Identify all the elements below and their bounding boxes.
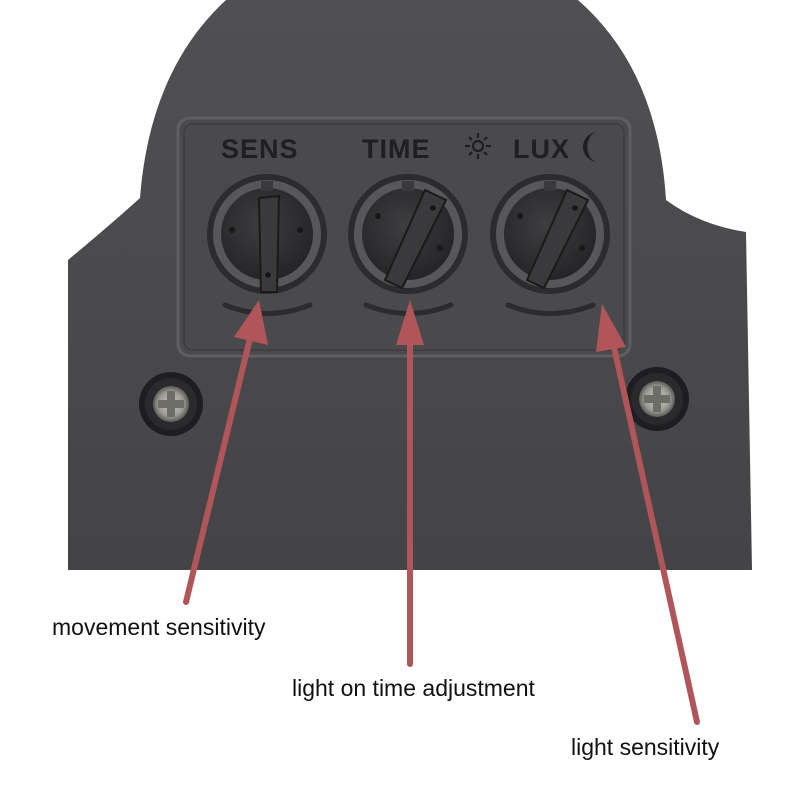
sens-arrow [183, 327, 255, 605]
annotation-movement-sensitivity: movement sensitivity [52, 614, 266, 640]
lux-scale-arc [505, 302, 596, 316]
sun-icon [465, 133, 491, 159]
lux-knob-pointer [525, 188, 590, 290]
sens-knob-pointer [257, 194, 281, 293]
lux-arrowhead [596, 304, 626, 352]
annotation-arrows [183, 300, 700, 725]
sens-scale-arc [222, 302, 313, 316]
lux-label: LUX [513, 134, 570, 164]
lux-arrow [609, 335, 700, 725]
time-label: TIME [362, 134, 431, 164]
right-screw [625, 367, 689, 431]
sens-label: SENS [221, 134, 299, 164]
lux-dial[interactable] [490, 174, 610, 316]
sens-arrowhead [234, 300, 268, 345]
time-dial[interactable] [348, 174, 468, 316]
annotation-light-sensitivity: light sensitivity [571, 734, 720, 760]
time-arrowhead [396, 300, 424, 345]
annotation-light-on-time: light on time adjustment [292, 675, 535, 701]
moon-icon [583, 132, 598, 162]
time-knob-pointer [383, 188, 448, 290]
sens-dial[interactable] [207, 174, 327, 316]
left-screw [139, 372, 203, 436]
